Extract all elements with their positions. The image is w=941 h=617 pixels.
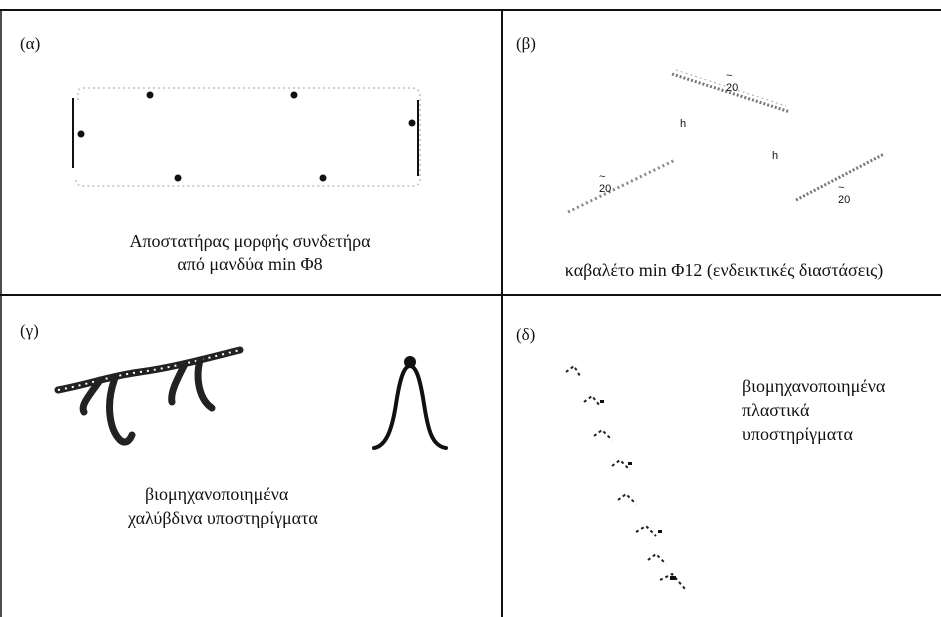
panel-delta-caption-line2: πλαστικά (742, 400, 810, 420)
steel-chair-leg (106, 374, 136, 446)
rebar-dot (290, 91, 298, 99)
bell-chair-top (404, 356, 416, 368)
height-label-right: h (772, 150, 779, 162)
panel-beta-caption: καβαλέτο min Φ12 (ενδεικτικές διαστάσεις… (564, 260, 884, 280)
panel-alpha-caption-line1: Αποστατήρας μορφής συνδετήρα (129, 231, 371, 251)
panel-delta-caption-line3: υποστηρίγματα (742, 424, 853, 444)
rebar-dot (174, 174, 182, 182)
steel-chair-leg (79, 376, 104, 416)
dimension-label-left: ~ 20 (599, 171, 612, 195)
panel-alpha-tag: (α) (20, 34, 41, 53)
steel-chair-leg (194, 356, 216, 412)
rebar-dot (319, 174, 327, 182)
rebar-dot (77, 130, 85, 138)
steel-chair-leg (168, 360, 189, 406)
chair-top-bar (671, 72, 791, 114)
panel-alpha-caption-line2: από μανδύα min Φ8 (177, 254, 323, 274)
height-label-left: h (680, 118, 687, 130)
panel-delta-caption-line1: βιομηχανοποιημένα (742, 376, 886, 396)
rebar-dot (146, 91, 154, 99)
chair-right-foot (795, 152, 885, 202)
panel-gamma-caption-line1: βιομηχανοποιημένα (145, 484, 289, 504)
dimension-label-top: ~ 20 (726, 70, 739, 94)
panel-gamma-caption-line2: χαλύβδινα υποστηρίγματα (128, 508, 318, 528)
panel-delta-tag: (δ) (516, 325, 536, 344)
rebar-dot (408, 119, 416, 127)
dimension-label-right: ~ 20 (838, 182, 851, 206)
panel-beta-tag: (β) (516, 34, 536, 53)
plastic-spacers (565, 364, 687, 591)
panel-gamma-tag: (γ) (20, 321, 39, 340)
stirrup-outline (75, 87, 421, 187)
